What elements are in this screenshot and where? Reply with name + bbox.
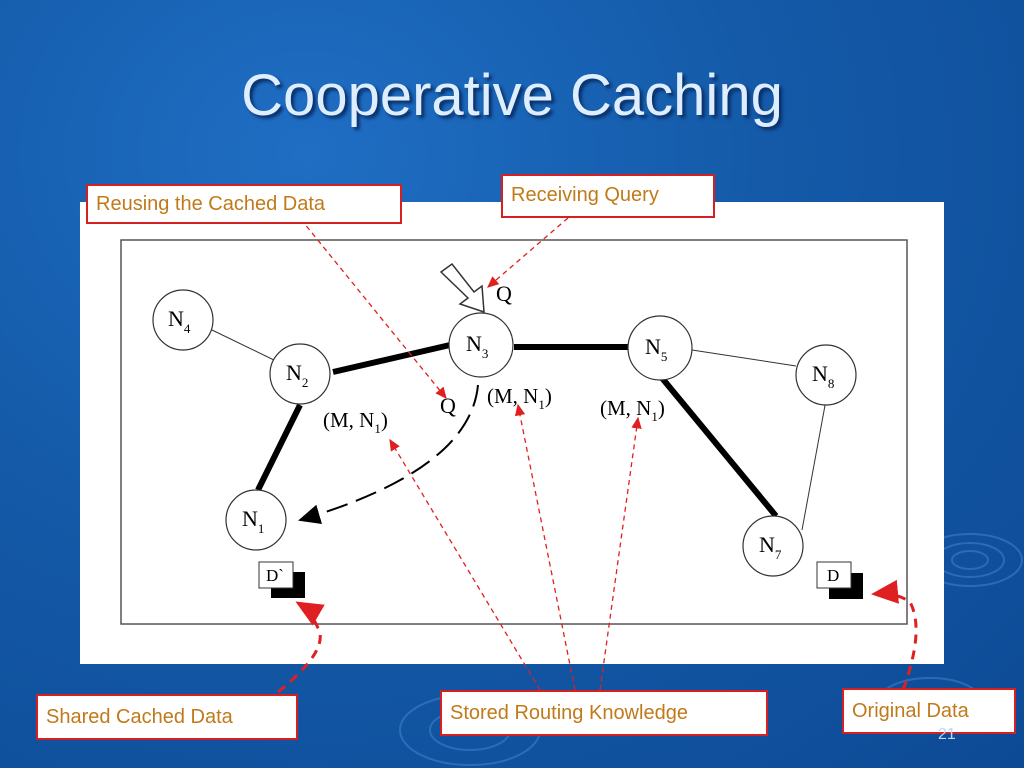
pointer-shared [277,601,325,694]
pointer-routing-c [599,416,642,691]
pointer-routing-a [389,438,541,691]
callout-original-data: Original Data [842,688,1016,734]
node-n7-label: N7 [759,532,782,562]
cached-doc [258,561,294,589]
query-label-top: Q [496,281,512,306]
link-n5-n7 [659,376,779,518]
callout-receiving-query: Receiving Query [501,174,715,218]
query-label-mid: Q [440,393,456,418]
node-n8 [795,344,857,406]
diagram-panel [80,202,944,664]
route-entry-n5: (M, N1) [600,396,665,424]
node-n4 [152,289,214,351]
node-n2 [269,343,331,405]
node-n7 [742,515,804,577]
diagram-frame [120,239,908,625]
link-n4-n2 [211,329,279,363]
pointer-receiving [487,217,569,288]
link-n8-n7 [801,399,827,531]
slide-title: Cooperative Caching [241,63,783,128]
node-n5 [627,315,693,381]
slide-number: 21 [938,726,956,743]
route-entry-n2: (M, N1) [323,408,388,436]
pointer-reusing [294,211,447,400]
link-n5-n8 [691,349,797,367]
node-n3 [448,312,514,378]
pointer-original [871,579,918,691]
cached-doc-label: D` [266,566,284,585]
node-n4-label: N4 [168,306,191,336]
link-n2-n3 [332,342,451,375]
link-n1-n2 [255,403,303,492]
original-doc [816,561,852,589]
query-arrow [439,262,485,314]
route-entry-n3: (M, N1) [487,384,552,412]
node-n1-label: N1 [242,506,264,536]
node-n5-label: N5 [645,334,667,364]
callout-shared-cached-data: Shared Cached Data [36,694,298,740]
node-n3-label: N3 [466,331,488,361]
node-n2-label: N2 [286,360,308,390]
reply-path [298,384,479,524]
original-doc-label: D [827,566,839,585]
node-n1 [225,489,287,551]
callout-reusing-cached-data: Reusing the Cached Data [86,184,402,224]
callout-stored-routing-knowledge: Stored Routing Knowledge [440,690,768,736]
pointer-routing-b [514,403,576,691]
node-n8-label: N8 [812,361,834,391]
